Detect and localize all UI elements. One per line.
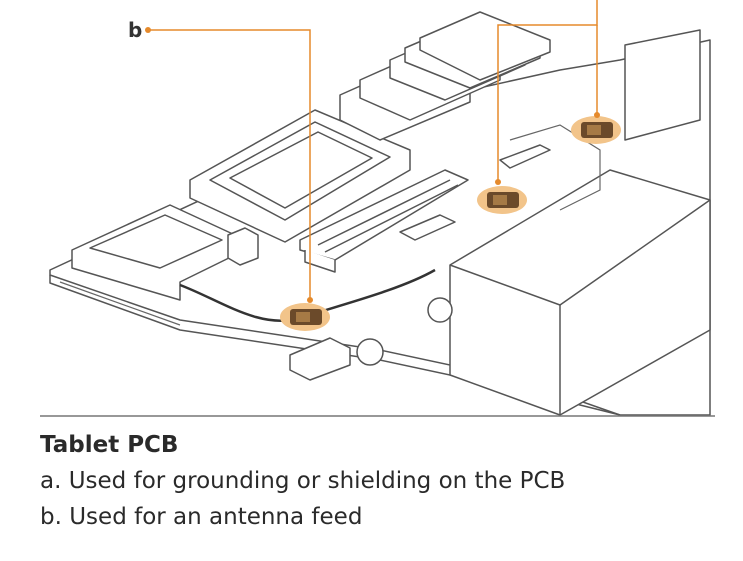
edge-connector [299,169,469,273]
caption-title: Tablet PCB [40,432,179,458]
round-component [427,297,453,323]
callout-lines [148,0,598,300]
memory-stack [339,11,551,141]
contact-clip-icon [571,116,621,144]
callout-letter-b: b [128,18,142,42]
right-module [449,29,711,416]
contact-clip-icon [280,303,330,331]
caption-block: Tablet PCB a. Used for grounding or shie… [40,432,740,538]
round-component [356,338,384,366]
caption-line-b: b. Used for an antenna feed [40,504,363,530]
caption-line-a: a. Used for grounding or shielding on th… [40,468,566,494]
left-shield-can [71,204,259,301]
center-shield-can [189,109,411,243]
contact-clip-icon [477,186,527,214]
pcb-illustration: b [40,0,715,417]
